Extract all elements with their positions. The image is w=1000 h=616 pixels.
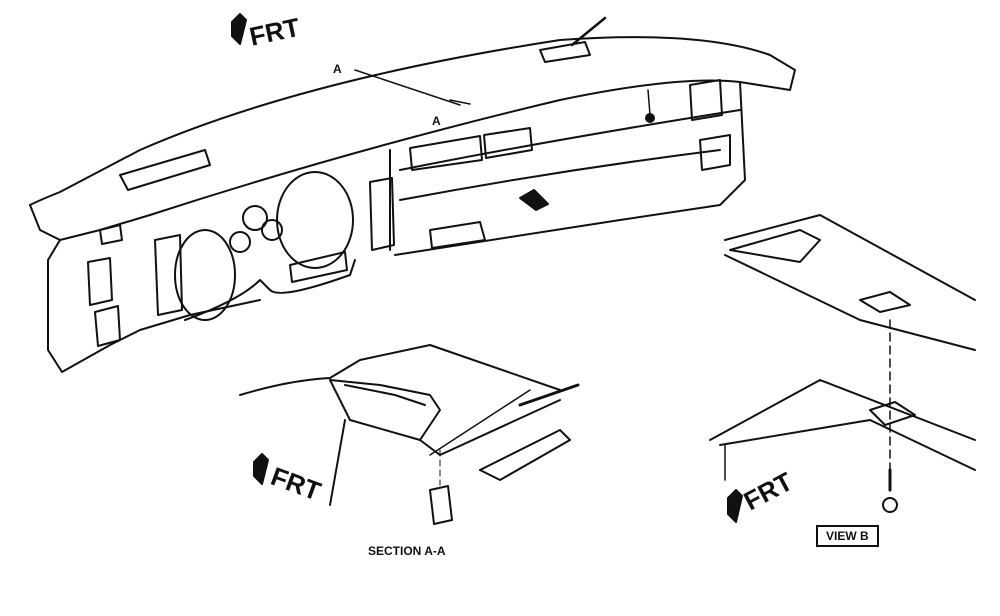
instrument-panel [29,16,796,373]
arrow-b-icon [519,189,549,211]
section-a-a-drawing [239,344,580,525]
section-marker-a-top: A [333,62,342,76]
view-b-caption: VIEW B [816,525,879,547]
front-arrow-icon [727,489,743,523]
section-caption: SECTION A-A [368,544,446,558]
view-b-drawing [709,214,976,513]
section-marker-a-bottom: A [432,114,441,128]
front-arrow-icon [253,453,269,485]
front-arrow-icon [231,13,247,45]
